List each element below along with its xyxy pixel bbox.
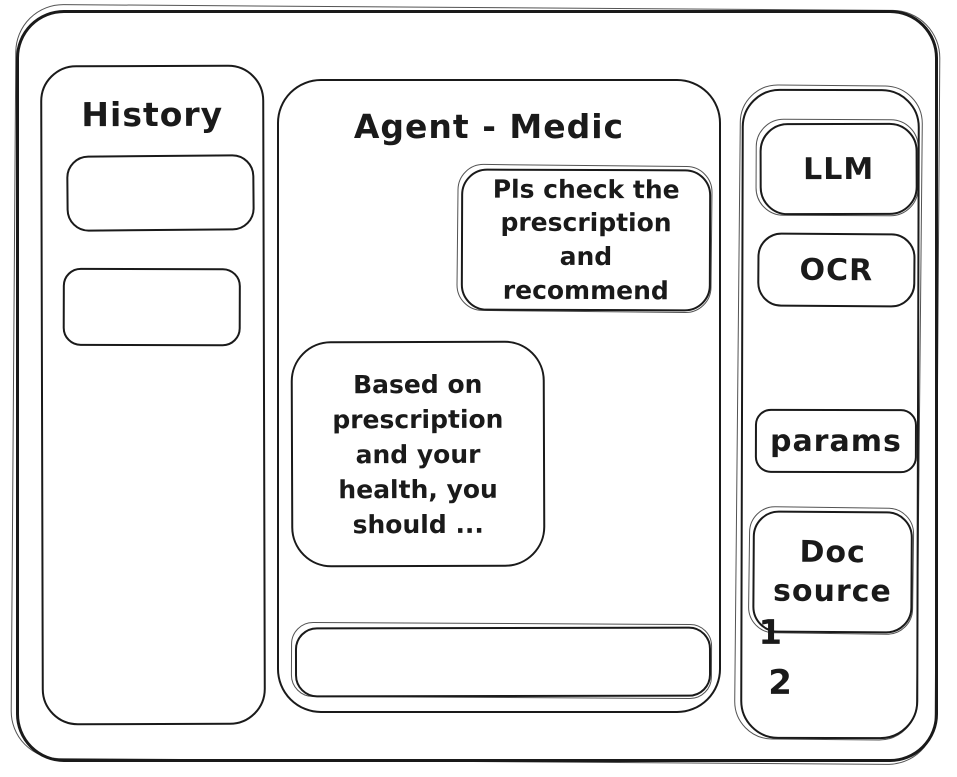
params-button[interactable]: params	[754, 408, 918, 474]
params-button-label: params	[769, 423, 902, 459]
user-message-text: Pls check the prescription and recommend	[492, 174, 680, 306]
annotation-2: 2	[768, 662, 793, 703]
app-window: History Agent - Medic Pls check the pres…	[16, 10, 938, 762]
history-item[interactable]	[62, 267, 241, 347]
history-item[interactable]	[66, 154, 255, 232]
annotation-1: 1	[758, 612, 783, 653]
ocr-button-label: OCR	[799, 252, 874, 288]
llm-button-label: LLM	[803, 151, 875, 187]
user-message-bubble: Pls check the prescription and recommend	[460, 168, 712, 312]
message-input[interactable]	[296, 628, 710, 696]
chat-panel: Agent - Medic Pls check the prescription…	[277, 79, 721, 713]
ocr-button[interactable]: OCR	[757, 232, 916, 308]
message-input-bar	[294, 626, 712, 698]
assistant-message-text: Based on prescription and your health, y…	[332, 369, 504, 539]
doc-source-button-label: Doc source	[772, 534, 892, 610]
assistant-message-bubble: Based on prescription and your health, y…	[290, 340, 546, 568]
history-panel: History	[40, 64, 266, 726]
llm-button[interactable]: LLM	[759, 122, 918, 216]
history-title: History	[81, 94, 224, 135]
chat-title: Agent - Medic	[353, 107, 625, 146]
tools-panel: LLM OCR params Doc source 1 2	[740, 88, 920, 740]
